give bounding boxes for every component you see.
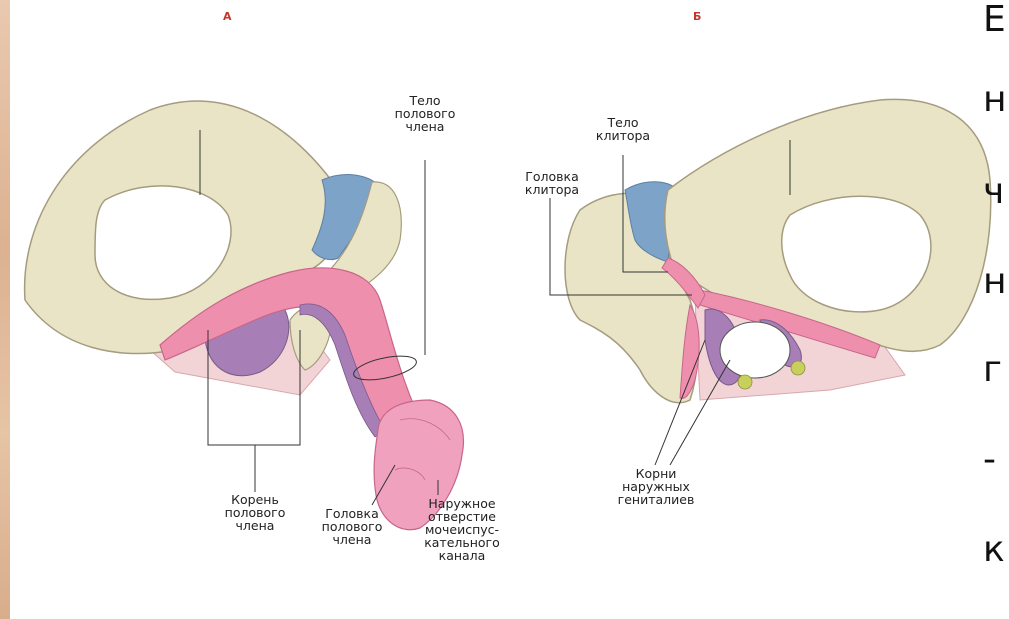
side-text-line-3: ч (983, 172, 1004, 212)
side-text-line-1: Е (983, 0, 1006, 40)
side-text-line-6: - (983, 440, 996, 480)
label-penis-glans: Головка полового члена (312, 507, 392, 546)
side-text-line-4: н (983, 262, 1007, 302)
vaginal-opening-b (720, 322, 790, 378)
gland-left-b (738, 375, 752, 389)
label-penis-root: Корень полового члена (215, 493, 295, 532)
figure-a-drawing (25, 101, 464, 530)
panel-label-a: А (223, 10, 232, 23)
gland-right-b (791, 361, 805, 375)
panel-label-b: Б (693, 10, 701, 23)
side-text-line-2: н (983, 80, 1007, 120)
label-penis-body: Тело полового члена (385, 94, 465, 133)
side-text-line-5: г (983, 350, 1002, 390)
label-clitoris-glans: Головка клитора (512, 170, 592, 196)
side-text-line-7: к (983, 530, 1005, 570)
obturator-foramen-b (782, 196, 931, 312)
figure-b-drawing (550, 99, 991, 465)
label-urethral-meatus: Наружное отверстие мочеиспус- кательного… (412, 497, 512, 562)
label-genital-roots: Корни наружных гениталиев (606, 467, 706, 506)
label-clitoris-body: Тело клитора (588, 116, 658, 142)
